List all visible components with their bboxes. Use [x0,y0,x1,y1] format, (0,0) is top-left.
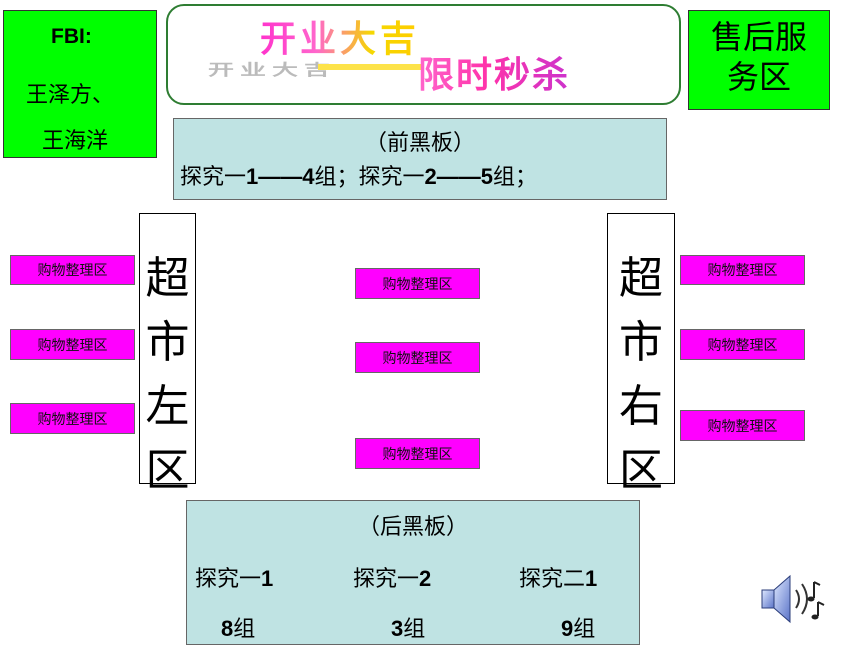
fbi-member-1: 王泽方、 [26,83,115,108]
after-sales-line-1: 售后服 [710,18,807,56]
right-shopping-area-1: 购物整理区 [680,255,805,285]
back-board: （后黑板） 探究一1 8组 探究一2 3组 探究二1 9组 [186,500,640,645]
back-col-2-group: 3组 [391,611,425,643]
front-board-title: （前黑板） [364,131,475,156]
back-col-3-num: 1 [585,566,598,591]
fbi-member-2: 王海洋 [42,129,109,154]
speaker-icon[interactable] [756,568,832,630]
right-zone-char-2: 市 [619,317,663,368]
center-shopping-area-3: 购物整理区 [355,438,480,469]
front-board-assignments: 探究一1——4组；探究一2——5组； [180,159,537,191]
back-col-3-group: 9组 [561,611,595,643]
left-zone-char-1: 超 [145,253,190,304]
back-col-1-group-suffix: 组 [233,617,256,642]
back-col-1-text: 探究一 [195,567,262,592]
left-zone-char-4: 区 [145,445,190,496]
right-shopping-area-2: 购物整理区 [680,329,805,360]
left-supermarket-zone: 超 市 左 区 [139,213,196,496]
front-seg2-tail: 组； [493,165,538,190]
banner-shadow-text: 开业大吉 [208,61,337,79]
front-seg1-num: 1——4 [246,164,315,189]
front-board: （前黑板） 探究一1——4组；探究一2——5组； [173,118,667,200]
banner-line-1: 开业大吉 [260,10,420,62]
fbi-box: FBI: 王泽方、 王海洋 [3,10,157,158]
back-col-1-num: 1 [261,566,274,591]
front-seg2-num: 2——5 [424,164,494,189]
right-zone-char-1: 超 [619,253,663,304]
right-zone-char-4: 区 [619,445,663,496]
back-col-2-num: 2 [419,566,432,591]
back-col-3-text: 探究二 [519,567,586,592]
center-shopping-area-2: 购物整理区 [355,342,480,373]
back-col-3-group-num: 9 [561,616,574,641]
front-seg2-label: 探究一 [358,165,425,190]
back-col-2-text: 探究一 [353,567,420,592]
back-col-2-group-num: 3 [391,616,404,641]
back-col-3-group-suffix: 组 [573,617,596,642]
speaker-icon-graphic [761,574,825,624]
back-col-3-label: 探究二1 [519,561,597,593]
opening-banner: 开业大吉 开业大吉 限时秒杀 [166,4,681,105]
right-zone-char-3: 右 [619,381,663,432]
left-zone-char-2: 市 [145,317,190,368]
left-shopping-area-3: 购物整理区 [10,403,135,434]
back-col-1-group: 8组 [221,611,255,643]
back-board-title: （后黑板） [357,515,468,540]
fbi-title: FBI: [51,25,92,48]
back-col-2-group-suffix: 组 [403,617,426,642]
left-shopping-area-2: 购物整理区 [10,329,135,360]
right-supermarket-zone: 超 市 右 区 [607,213,675,496]
banner-line-2: 限时秒杀 [418,46,570,98]
center-shopping-area-1: 购物整理区 [355,268,480,299]
left-zone-char-3: 左 [145,381,190,432]
front-seg1-tail: 组； [314,165,359,190]
back-col-1-group-num: 8 [221,616,234,641]
front-seg1-label: 探究一 [180,165,247,190]
after-sales-box: 售后服 务区 [688,10,830,110]
right-shopping-area-3: 购物整理区 [680,410,805,441]
left-shopping-area-1: 购物整理区 [10,255,135,285]
banner-dash [318,64,423,70]
after-sales-line-2: 务区 [726,58,791,96]
back-col-1-label: 探究一1 [195,561,273,593]
back-col-2-label: 探究一2 [353,561,431,593]
